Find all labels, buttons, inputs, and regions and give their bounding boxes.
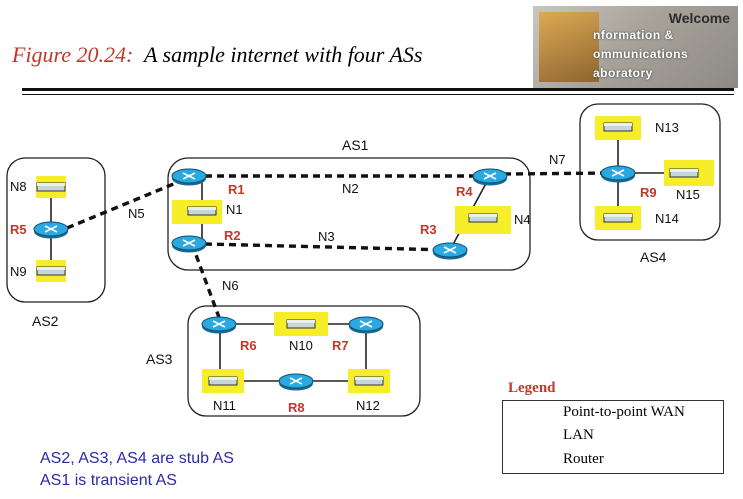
router-r2-label: R2 <box>224 228 241 243</box>
net-n8-label: N8 <box>10 179 27 194</box>
logo-tile <box>539 12 599 82</box>
lan-n8 <box>36 182 66 192</box>
lan-n4 <box>468 213 498 223</box>
router-r6-label: R6 <box>240 338 257 353</box>
lab-logo: Welcome nformation & ommunications abora… <box>533 6 738 88</box>
net-n11-label: N11 <box>213 398 236 413</box>
router-r3-icon <box>432 242 468 261</box>
as1-boundary <box>167 157 531 271</box>
as2-label: AS2 <box>32 313 59 329</box>
router-r1-label: R1 <box>228 182 245 197</box>
router-r2-icon <box>171 235 207 254</box>
net-n10-label: N10 <box>289 338 313 353</box>
router-r7-label: R7 <box>332 338 349 353</box>
net-n5-label: N5 <box>128 206 145 221</box>
net-n7-label: N7 <box>549 152 566 167</box>
as4-label: AS4 <box>640 249 667 265</box>
legend-wan-label: Point-to-point WAN <box>563 404 685 420</box>
net-n14-label: N14 <box>655 211 679 226</box>
router-r8-label: R8 <box>288 400 305 415</box>
figure-caption: A sample internet with four ASs <box>144 42 423 67</box>
lan-n14 <box>603 213 633 223</box>
lan-n15 <box>669 168 699 178</box>
lan-n10 <box>286 319 316 329</box>
legend-router-label: Router <box>563 451 604 467</box>
as3-boundary <box>187 305 421 417</box>
net-n12-label: N12 <box>356 398 380 413</box>
lan-n13 <box>603 122 633 132</box>
router-r4-icon <box>472 168 508 187</box>
net-n3-label: N3 <box>318 229 335 244</box>
net-n4-label: N4 <box>514 212 531 227</box>
as2-boundary <box>6 157 106 303</box>
figure-number: Figure 20.24: <box>12 42 134 67</box>
as3-label: AS3 <box>146 351 173 367</box>
lan-n9 <box>36 266 66 276</box>
logo-line-1: nformation & <box>593 28 674 42</box>
wan-link-n7 <box>503 171 613 176</box>
net-n2-label: N2 <box>342 181 359 196</box>
legend-title: Legend <box>508 380 556 396</box>
router-r1-icon <box>171 168 207 187</box>
net-n1-label: N1 <box>226 202 243 217</box>
lan-n11 <box>208 376 238 386</box>
router-r9-label: R9 <box>640 185 657 200</box>
lan-n1 <box>187 206 217 216</box>
logo-line-3: aboratory <box>593 66 653 80</box>
net-n6-label: N6 <box>222 278 239 293</box>
lan-n12 <box>354 376 384 386</box>
router-r9-icon <box>600 165 636 184</box>
logo-text: nformation & ommunications aboratory <box>593 26 688 83</box>
legend-box: Point-to-point WAN LAN Router <box>502 400 724 474</box>
note-stub-as: AS2, AS3, AS4 are stub AS <box>40 450 234 467</box>
figure-title: Figure 20.24: A sample internet with fou… <box>12 42 422 68</box>
router-r8-icon <box>278 373 314 392</box>
legend-lan-label: LAN <box>563 427 594 443</box>
as1-label: AS1 <box>342 137 369 153</box>
router-r7-icon <box>348 316 384 335</box>
net-n13-label: N13 <box>655 120 679 135</box>
router-r4-label: R4 <box>456 184 473 199</box>
title-rule-thick <box>22 88 734 91</box>
logo-welcome: Welcome <box>668 10 730 26</box>
router-r6-icon <box>201 316 237 335</box>
wan-link-n3 <box>204 242 451 252</box>
net-n9-label: N9 <box>10 264 27 279</box>
notes: AS2, AS3, AS4 are stub AS AS1 is transie… <box>40 448 234 492</box>
router-r3-label: R3 <box>420 222 437 237</box>
logo-line-2: ommunications <box>593 47 689 61</box>
wan-link-n6 <box>190 243 222 321</box>
note-transient-as: AS1 is transient AS <box>40 472 177 489</box>
router-r5-label: R5 <box>10 222 27 237</box>
title-rule-thin <box>22 94 734 95</box>
router-r5-icon <box>33 221 69 240</box>
wan-link-n5 <box>66 176 189 230</box>
net-n15-label: N15 <box>676 187 700 202</box>
